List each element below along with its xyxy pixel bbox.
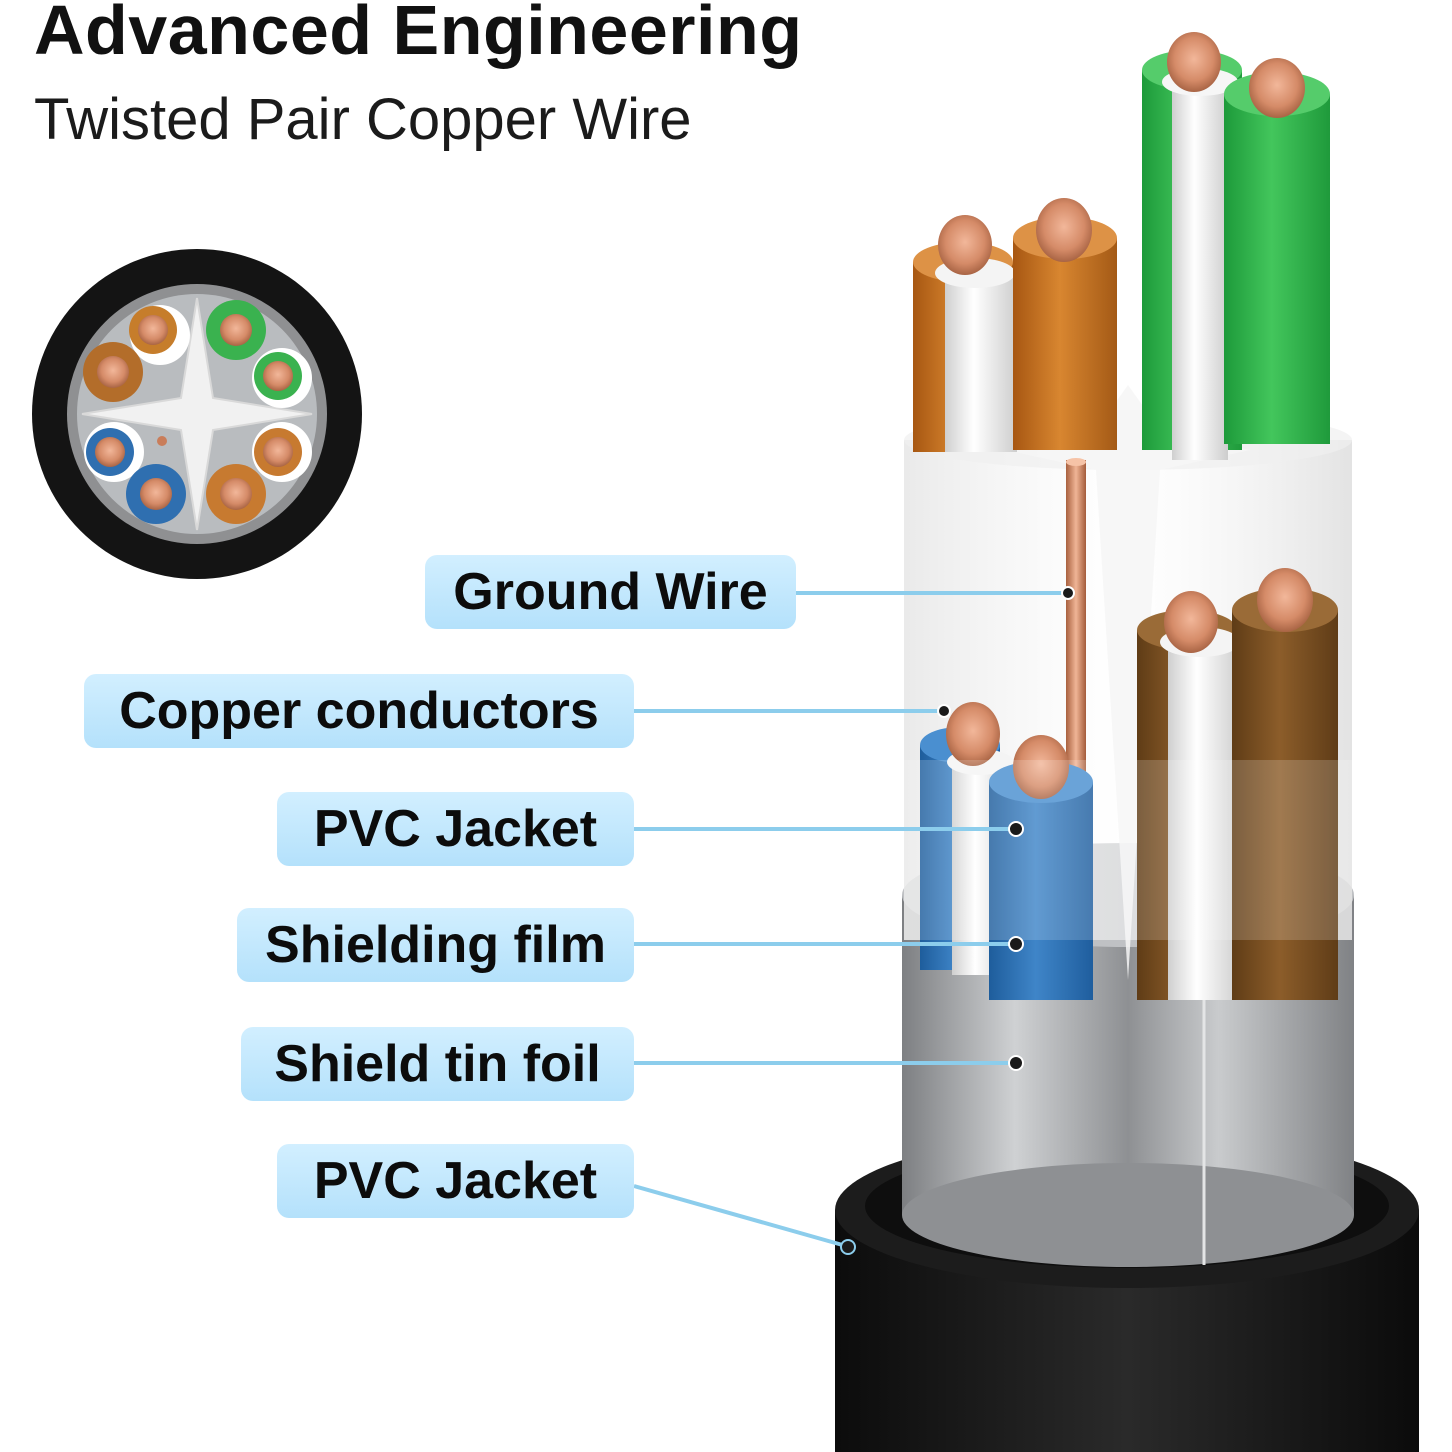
leader-lines [633,591,1068,1248]
cross-section-pair-brown [206,422,312,524]
wire-pair-green [1142,32,1330,460]
wire-pair-blue [920,702,1093,1000]
dot-ground-wire [1061,586,1075,600]
cross-section-pair-green [206,300,312,408]
page-subtitle: Twisted Pair Copper Wire [34,87,692,152]
page-title: Advanced Engineering [34,0,803,69]
callout-pvc-jacket-outer: PVC Jacket [277,1144,634,1218]
wire-pair-orange [913,198,1117,452]
shielding-film-front [904,760,1352,940]
dot-pvc-jacket-outer [840,1239,856,1255]
wire-pair-brown [1137,568,1338,1000]
ground-wire [1066,458,1086,790]
dot-pvc-jacket-inner [1008,821,1024,837]
callout-shielding-film: Shielding film [237,908,634,982]
cross-section-ground-wire [157,436,167,446]
dot-shield-tin-foil [1008,1055,1024,1071]
cross-section-pair-blue [84,422,186,524]
leader-dots [840,586,1075,1255]
callout-shield-tin-foil: Shield tin foil [241,1027,634,1101]
dot-shielding-film [1008,936,1024,952]
cable-cutaway [835,32,1419,1452]
cross-section-pair-orange [83,305,190,402]
cable-cross-section [32,249,362,579]
cross-separator-icon [81,297,313,531]
dot-copper-conductors [937,704,951,718]
callout-ground-wire: Ground Wire [425,555,796,629]
leader-pvc-jacket-outer [633,1184,847,1248]
callout-pvc-jacket-inner: PVC Jacket [277,792,634,866]
callout-copper-conductors: Copper conductors [84,674,634,748]
cross-separator [1006,385,1250,980]
